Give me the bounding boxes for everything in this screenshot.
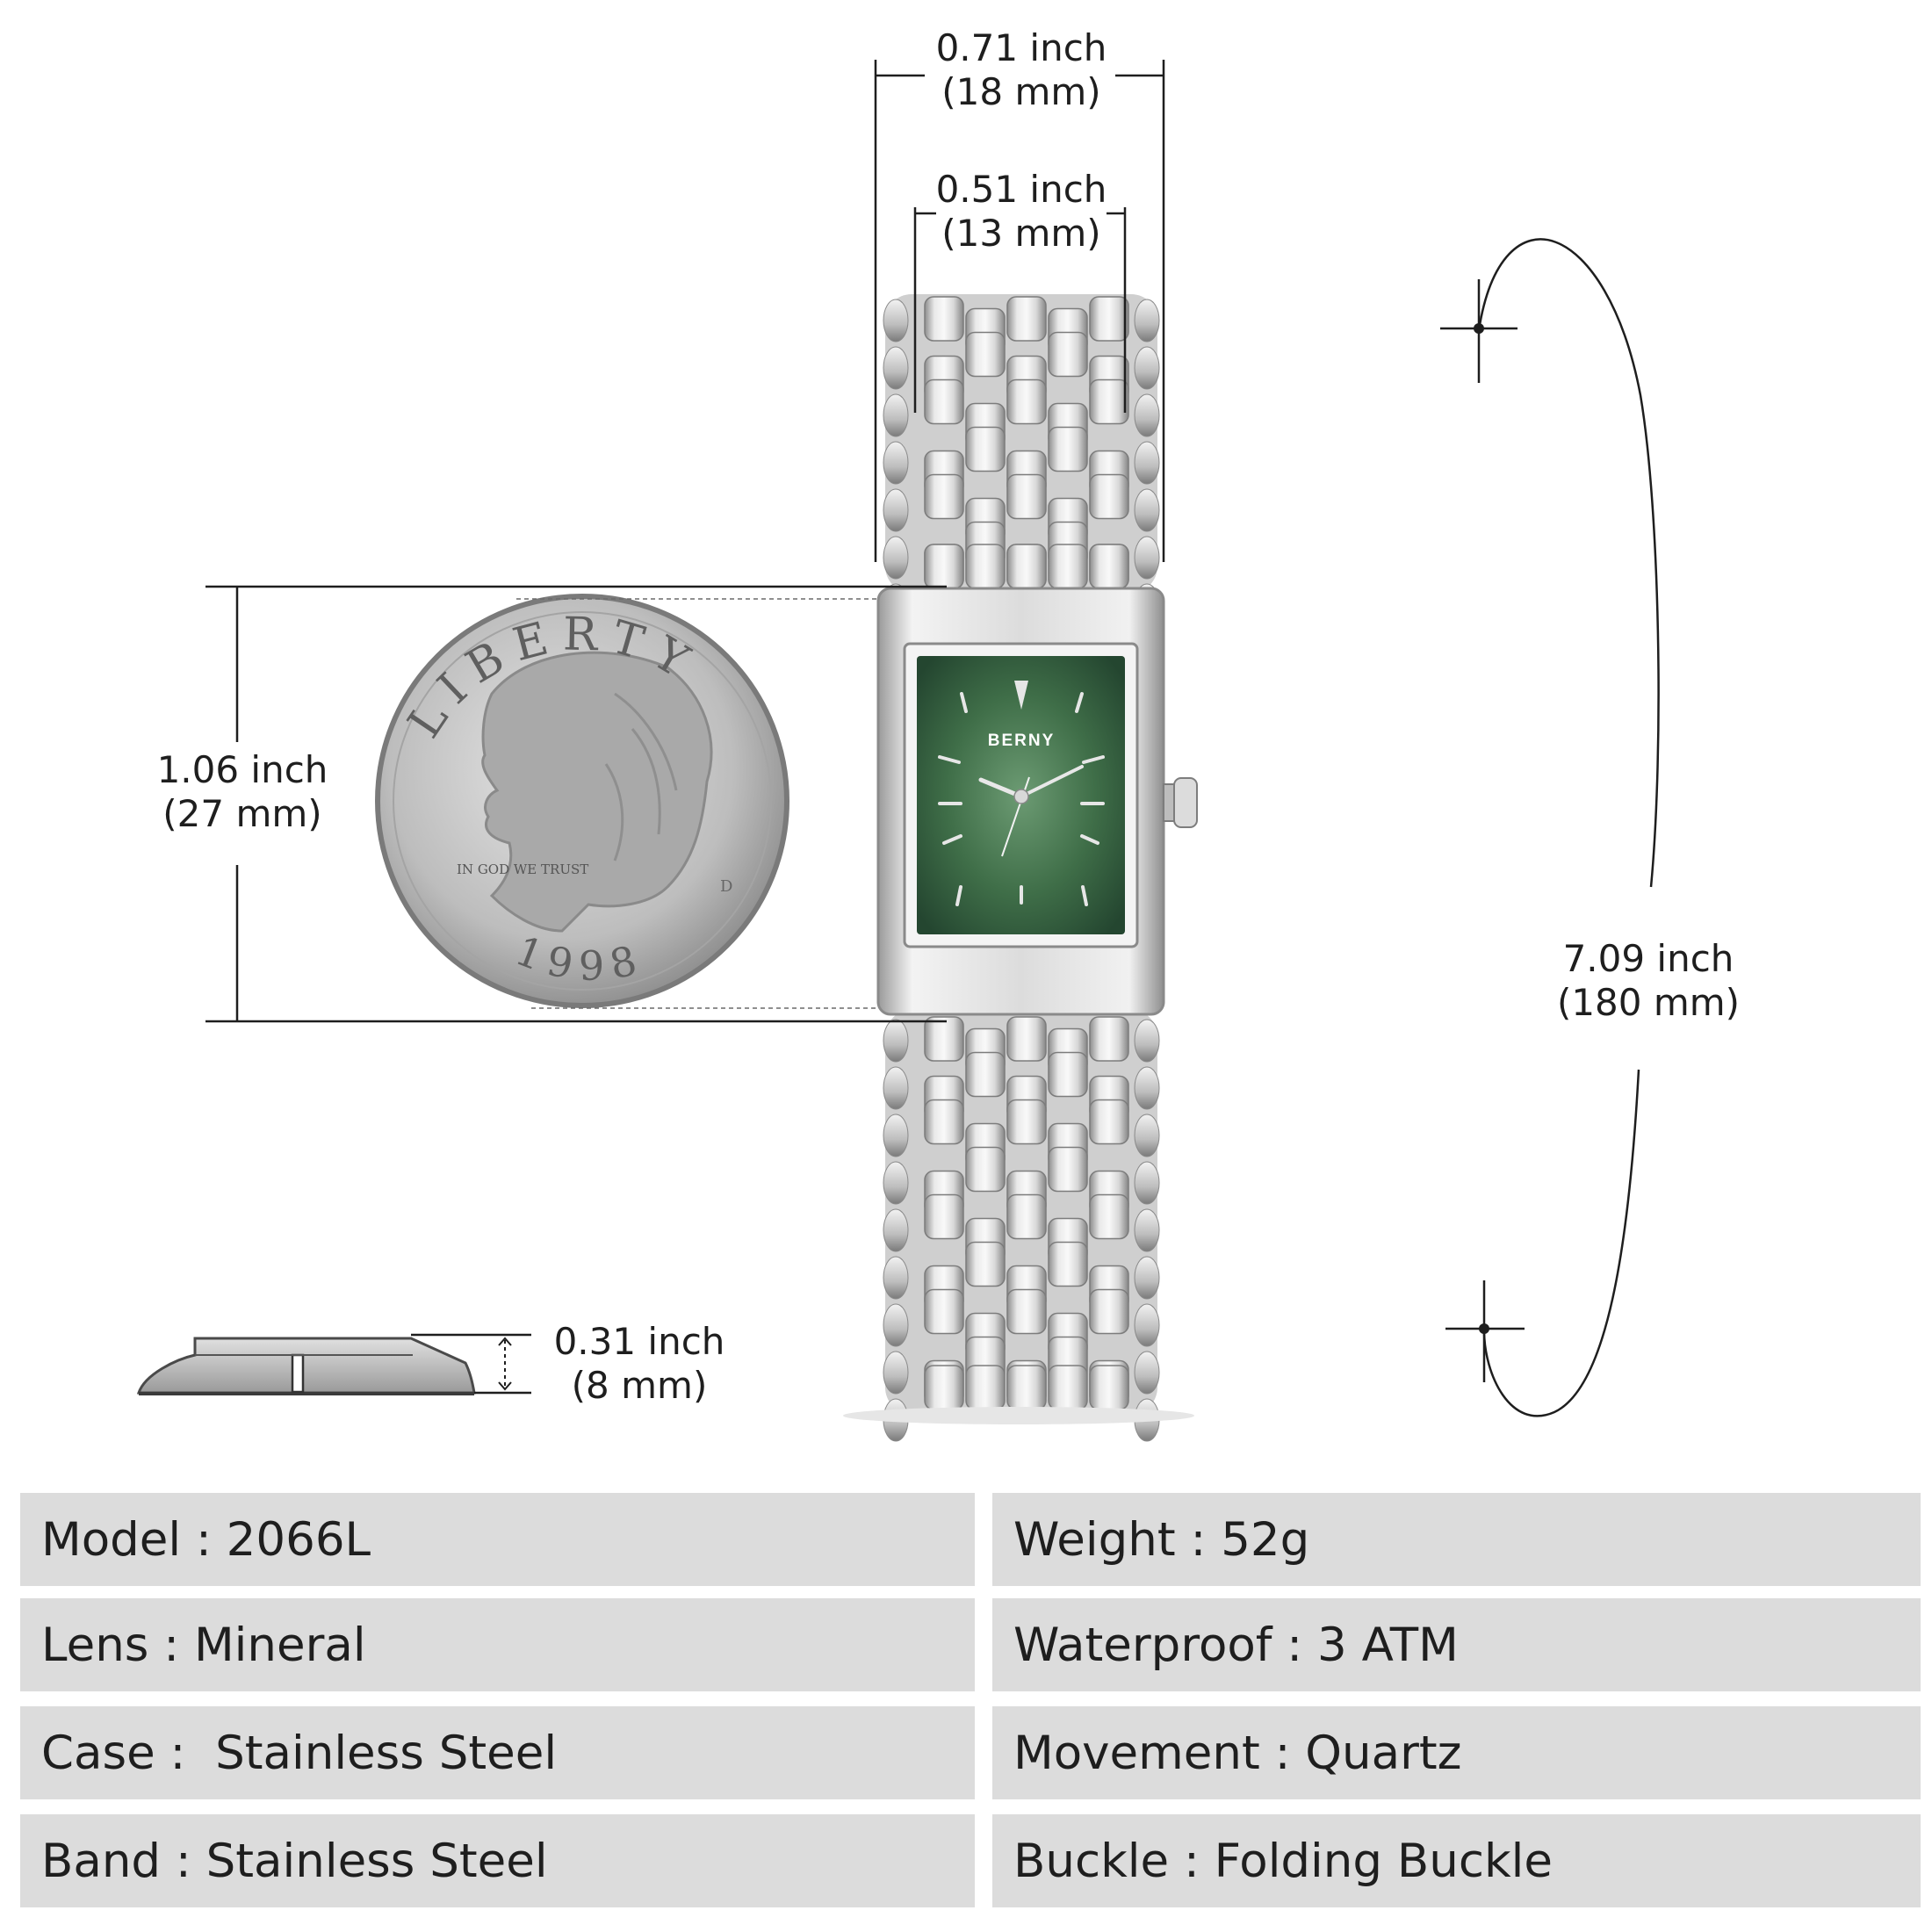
coin-motto: IN GOD WE TRUST (457, 861, 588, 877)
portrait-relief (481, 651, 713, 933)
watch-band-upper (883, 294, 1160, 627)
thickness-label: 0.31 inch (8 mm) (551, 1320, 727, 1408)
band-length-label: 7.09 inch (180 mm) (1547, 937, 1749, 1025)
band-length-mm: (180 mm) (1556, 981, 1741, 1024)
thickness-inch: 0.31 inch (553, 1320, 725, 1363)
lug-width-inch: 0.71 inch (935, 26, 1107, 69)
watch-band-lower (843, 1010, 1194, 1442)
band-width-inch: 0.51 inch (935, 168, 1107, 211)
band-width-mm: (13 mm) (941, 212, 1101, 255)
case-length-inch: 1.06 inch (156, 748, 328, 791)
band-length-inch: 7.09 inch (1562, 937, 1734, 980)
lug-width-label: 0.71 inch (18 mm) (934, 26, 1109, 114)
band-links-upper (883, 296, 1160, 627)
case-length-label: 1.06 inch (27 mm) (155, 748, 330, 836)
case-length-mm: (27 mm) (162, 792, 322, 835)
coin-mint-mark: D (720, 877, 732, 896)
band-width-label: 0.51 inch (13 mm) (934, 168, 1109, 256)
dimension-guides-dashed (516, 598, 878, 1009)
minute-hand (1020, 765, 1084, 798)
brand-logo: BERNY (988, 732, 1056, 750)
lug-width-mm: (18 mm) (941, 70, 1101, 113)
case-side-profile (136, 1333, 531, 1395)
thickness-mm: (8 mm) (571, 1364, 708, 1407)
dimension-lines (205, 60, 1660, 1417)
quarter-coin: LIBERTY IN GOD WE TRUST 1998 D (375, 594, 789, 1008)
watch-case: BERNY (876, 587, 1198, 1016)
band-links-lower (883, 1016, 1160, 1442)
crown (1163, 777, 1198, 828)
hour-markers (938, 681, 1105, 906)
watch-dial: BERNY (917, 656, 1125, 934)
